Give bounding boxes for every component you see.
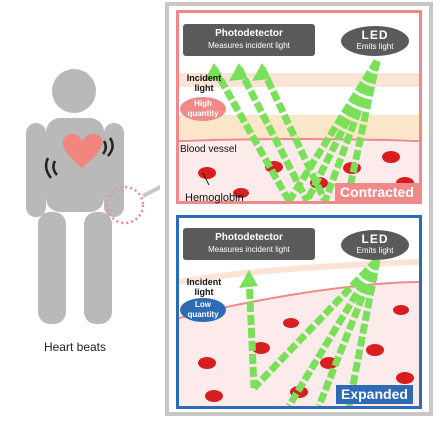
contracted-state-label: Contracted (335, 183, 419, 202)
person-head (52, 69, 96, 113)
hemoglobin-label: Hemoglobin (185, 192, 244, 204)
incident-light-label-bottom: Incident light (186, 277, 222, 297)
led-subtitle: Emits light (356, 42, 394, 51)
incident-light-label-top: Incident light (186, 73, 222, 93)
person-right-leg (84, 212, 112, 324)
person-right-arm (104, 123, 124, 217)
photodetector-title: Photodetector (215, 28, 283, 39)
expanded-light-arrowhead (239, 270, 258, 288)
person-left-arm (26, 123, 46, 217)
high-quantity-badge: High quantity (180, 97, 226, 121)
light-arrowheads (204, 63, 271, 81)
expanded-light-beams (245, 257, 381, 406)
photodetector-box-bottom: Photodetector Measures incident light (183, 228, 315, 260)
callout-connector (142, 184, 160, 198)
light-beams (210, 59, 381, 201)
heart-icon (62, 133, 103, 168)
led-ellipse-bottom: LED Emits light (341, 230, 409, 260)
blood-vessel-label: Blood vessel (180, 144, 237, 155)
heart-beats-caption: Heart beats (43, 340, 107, 354)
expanded-state-label: Expanded (336, 385, 413, 404)
low-quantity-badge: Low quantity (180, 298, 226, 322)
photodetector-subtitle: Measures incident light (208, 41, 290, 50)
tissue-layer (179, 115, 419, 139)
led-ellipse-top: LED Emits light (341, 26, 409, 56)
photodetector-box-top: Photodetector Measures incident light (183, 24, 315, 56)
heartbeat-wave-right-icon (107, 137, 114, 157)
sensor-location-circle (105, 185, 145, 225)
person-figure (26, 69, 160, 324)
heartbeat-wave-left-icon (44, 157, 52, 179)
person-left-leg (38, 212, 66, 324)
led-title: LED (361, 28, 389, 42)
